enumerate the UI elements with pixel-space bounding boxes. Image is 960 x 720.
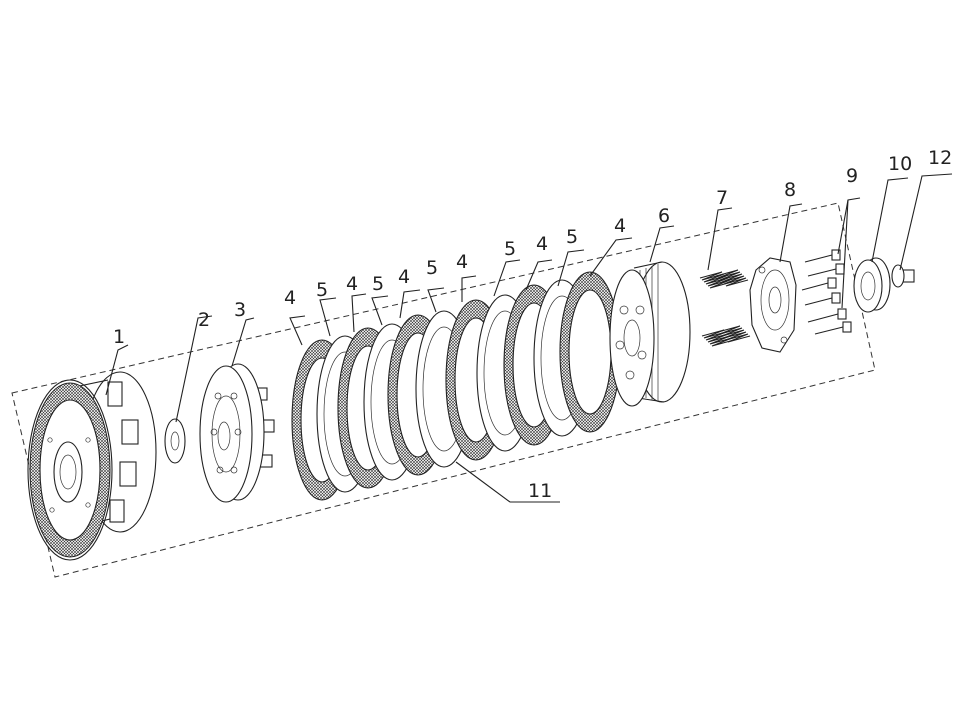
part-pressure-plate: [609, 261, 691, 407]
callout-labels: 1 2 3 4 5 4 5 4 5 4 5 4 5 4 6 7 8 9 10 1…: [113, 147, 952, 502]
part-clutch-hub: [199, 363, 275, 503]
callout-4: 4: [346, 273, 358, 295]
assembly-boundary: [11, 202, 876, 578]
callout-5: 5: [566, 226, 578, 248]
part-clutch-housing: [27, 371, 157, 561]
callout-6: 6: [658, 205, 670, 227]
callout-4: 4: [456, 251, 468, 273]
callout-5: 5: [372, 273, 384, 295]
callout-4: 4: [284, 287, 296, 309]
leader-lines: [105, 173, 953, 503]
callout-10: 10: [888, 153, 912, 175]
callout-4: 4: [614, 215, 626, 237]
part-lifter-pin: [891, 264, 915, 288]
callout-2: 2: [198, 309, 210, 331]
part-plate-stack: [291, 271, 621, 501]
part-retainer-plate: [749, 257, 797, 353]
part-release-bearing: [853, 257, 891, 313]
part-bolts: [801, 249, 852, 335]
callout-9: 9: [846, 165, 858, 187]
callout-7: 7: [716, 187, 728, 209]
callout-5: 5: [426, 257, 438, 279]
callout-4: 4: [536, 233, 548, 255]
part-thrust-washer: [164, 418, 186, 464]
callout-5: 5: [316, 279, 328, 301]
callout-12: 12: [928, 147, 952, 169]
callout-4: 4: [398, 266, 410, 288]
callout-8: 8: [784, 179, 796, 201]
callout-3: 3: [234, 299, 246, 321]
callout-5: 5: [504, 238, 516, 260]
callout-1: 1: [113, 326, 125, 348]
callout-11: 11: [528, 480, 552, 502]
friction-plate: [559, 271, 621, 433]
part-clutch-springs: [699, 269, 751, 347]
